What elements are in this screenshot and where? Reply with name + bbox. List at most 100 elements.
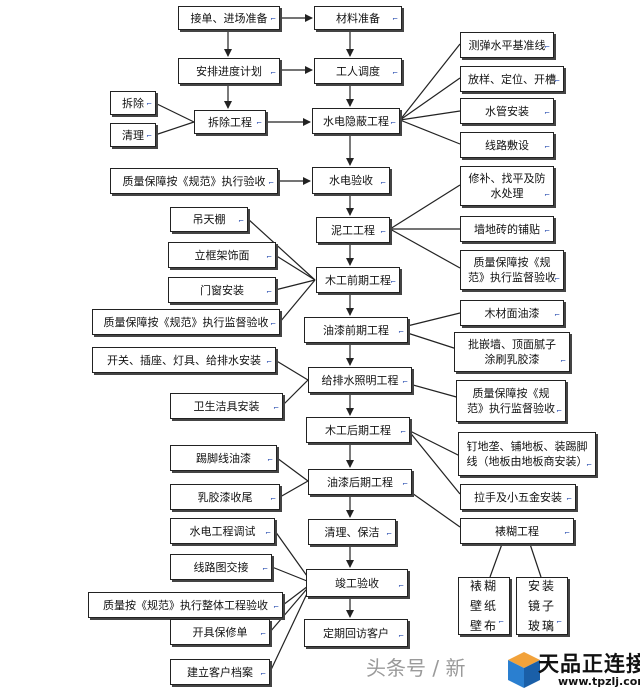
node-menchuang: 门窗安装⌐ xyxy=(168,277,276,303)
node-jindu: 安排进度计划⌐ xyxy=(178,58,280,84)
node-cailiao: 材料准备⌐ xyxy=(314,6,402,30)
node-zhiliang-zt: 质量按《规范》执行整体工程验收⌐ xyxy=(88,592,283,618)
node-zhiliang-mg: 质量保障按《规范》执行监督验收⌐ xyxy=(92,309,280,335)
bullet-marker-icon: ⌐ xyxy=(273,603,279,611)
bullet-marker-icon: ⌐ xyxy=(380,228,386,236)
node-mugong-qq: 木工前期工程⌐ xyxy=(316,267,400,293)
node-jungong-label: 竣工验收 xyxy=(335,576,379,590)
bullet-marker-icon: ⌐ xyxy=(273,404,279,412)
bullet-marker-icon: ⌐ xyxy=(266,288,272,296)
node-nigong: 泥工工程 ⌐ xyxy=(316,217,390,243)
node-xiubu: 修补、找平及防 水处理⌐ xyxy=(460,166,554,206)
node-qiangdi: 墙地砖的铺贴⌐ xyxy=(460,216,554,242)
node-nigong-label: 泥工工程 xyxy=(331,223,375,237)
node-dingdi: 钉地垄、铺地板、装踢脚 线（地板由地板商安装）⌐ xyxy=(458,432,596,476)
bullet-marker-icon: ⌐ xyxy=(270,69,276,77)
cube-logo-icon xyxy=(508,652,540,688)
node-kaiguan: 开关、插座、灯具、给排水安装⌐ xyxy=(92,347,276,373)
bullet-marker-icon: ⌐ xyxy=(556,618,564,626)
node-zhiliang-yq-label: 质量保障按《规 范》执行监督验收 xyxy=(467,387,555,415)
node-diaotianpeng: 吊天棚 ⌐ xyxy=(170,207,248,232)
bullet-marker-icon: ⌐ xyxy=(146,100,152,108)
bullet-marker-icon: ⌐ xyxy=(270,15,276,23)
node-geipaishui: 给排水照明工程⌐ xyxy=(308,367,412,393)
node-youqi-qq: 油漆前期工程 ⌐ xyxy=(304,317,408,343)
node-qiangdi-label: 墙地砖的铺贴 xyxy=(474,222,540,236)
bullet-marker-icon: ⌐ xyxy=(266,253,272,261)
node-rujiao: 乳胶漆收尾 ⌐ xyxy=(170,484,280,510)
bullet-marker-icon: ⌐ xyxy=(398,632,404,640)
node-xiubu-label: 修补、找平及防 水处理 xyxy=(468,172,546,200)
node-anzhuang-items: 安装 镜子 玻璃⌐ xyxy=(516,577,568,635)
node-anzhuang-items-label: 安装 镜子 玻璃 xyxy=(527,579,556,633)
bullet-marker-icon: ⌐ xyxy=(256,119,262,127)
node-zhiliang-sd-label: 质量保障按《规范》执行验收 xyxy=(122,174,266,188)
node-likuang-label: 立框架饰面 xyxy=(194,248,250,262)
node-jianli: 建立客户档案⌐ xyxy=(170,659,270,685)
node-qingli-bj: 清理、保洁⌐ xyxy=(308,519,396,545)
bullet-marker-icon: ⌐ xyxy=(560,357,566,365)
node-jungong: 竣工验收 ⌐ xyxy=(306,569,408,597)
node-rujiao-label: 乳胶漆收尾 xyxy=(197,490,253,504)
node-biaohu-label: 裱糊工程 xyxy=(495,524,539,538)
watermark-brand: 天品正连接 xyxy=(538,652,640,676)
bullet-marker-icon: ⌐ xyxy=(260,670,266,678)
node-youqi-hq: 油漆后期工程⌐ xyxy=(308,469,412,495)
node-shuiguan: 水管安装⌐ xyxy=(460,98,554,124)
node-biaohu: 裱糊工程 ⌐ xyxy=(460,518,574,544)
node-weisheng-label: 卫生洁具安装 xyxy=(193,399,260,413)
node-mucai: 木材面油漆⌐ xyxy=(460,300,564,326)
node-lashou-label: 拉手及小五金安装 xyxy=(474,490,562,504)
bullet-marker-icon: ⌐ xyxy=(270,495,276,503)
node-shuidian-ts: 水电工程调试 ⌐ xyxy=(170,518,275,544)
node-zhiliang-yq: 质量保障按《规 范》执行监督验收⌐ xyxy=(456,380,566,422)
watermark-url: www.tpzlj.com xyxy=(558,675,640,688)
node-zhiliang-mg-label: 质量保障按《规范》执行监督验收 xyxy=(103,315,269,329)
node-pisao: 批嵌墙、顶面腻子 涂刷乳胶漆 ⌐ xyxy=(454,332,570,372)
bullet-marker-icon: ⌐ xyxy=(386,530,392,538)
node-pisao-label: 批嵌墙、顶面腻子 涂刷乳胶漆 xyxy=(468,338,556,366)
node-fangyang-label: 放样、定位、开槽 xyxy=(468,72,556,86)
bullet-marker-icon: ⌐ xyxy=(566,495,572,503)
bullet-marker-icon: ⌐ xyxy=(586,461,592,469)
bullet-marker-icon: ⌐ xyxy=(564,529,570,537)
node-dingdi-label: 钉地垄、铺地板、装踢脚 线（地板由地板商安装） xyxy=(466,440,588,468)
node-likuang: 立框架饰面 ⌐ xyxy=(168,242,276,268)
node-youqi-qq-label: 油漆前期工程 xyxy=(323,323,389,337)
node-cailiao-label: 材料准备 xyxy=(336,11,380,25)
watermark-caption: 头条号 / 新 xyxy=(366,656,466,680)
node-zhiliang-sd: 质量保障按《规范》执行验收⌐ xyxy=(110,168,278,194)
node-zhiliang-ng-label: 质量保障按《规 范》执行监督验收 xyxy=(468,256,556,284)
node-mucai-label: 木材面油漆 xyxy=(484,306,540,320)
node-cetan-label: 测弹水平基准线 xyxy=(468,38,546,52)
node-kaiju: 开具保修单 ⌐ xyxy=(170,619,270,645)
node-shuidian-ys-label: 水电验收 xyxy=(329,174,373,187)
bullet-marker-icon: ⌐ xyxy=(544,43,550,51)
node-dingqi-label: 定期回访客户 xyxy=(323,626,389,640)
watermark: 头条号 / 新 天品正连接 www.tpzlj.com xyxy=(358,648,640,693)
bullet-marker-icon: ⌐ xyxy=(402,378,408,386)
node-lashou: 拉手及小五金安装 ⌐ xyxy=(460,484,576,510)
node-tijiao: 踢脚线油漆⌐ xyxy=(170,445,277,471)
bullet-marker-icon: ⌐ xyxy=(398,328,404,336)
bullet-marker-icon: ⌐ xyxy=(265,529,271,537)
bullet-marker-icon: ⌐ xyxy=(398,582,404,590)
bullet-marker-icon: ⌐ xyxy=(260,630,266,638)
bullet-marker-icon: ⌐ xyxy=(390,119,396,127)
node-diaotianpeng-label: 吊天棚 xyxy=(192,213,226,226)
node-dingqi: 定期回访客户 ⌐ xyxy=(304,619,408,647)
node-biaohu-items-label: 裱糊 壁纸 壁布 xyxy=(469,579,498,633)
node-jiedan-label: 接单、进场准备 xyxy=(190,11,268,25)
bullet-marker-icon: ⌐ xyxy=(238,217,244,225)
node-geipaishui-label: 给排水照明工程 xyxy=(321,373,399,387)
node-shuidian-ys: 水电验收 ⌐ xyxy=(312,167,390,194)
node-cetan: 测弹水平基准线⌐ xyxy=(460,32,554,58)
node-mugong-hq-label: 木工后期工程 xyxy=(325,423,391,437)
node-shuidian-yinbi: 水电隐蔽工程⌐ xyxy=(312,108,400,134)
node-qingli: 清理⌐ xyxy=(110,123,156,147)
node-diaodu: 工人调度⌐ xyxy=(314,58,402,84)
node-shuidian-ts-label: 水电工程调试 xyxy=(189,524,256,538)
node-kaiju-label: 开具保修单 xyxy=(192,625,248,639)
bullet-marker-icon: ⌐ xyxy=(380,179,386,187)
